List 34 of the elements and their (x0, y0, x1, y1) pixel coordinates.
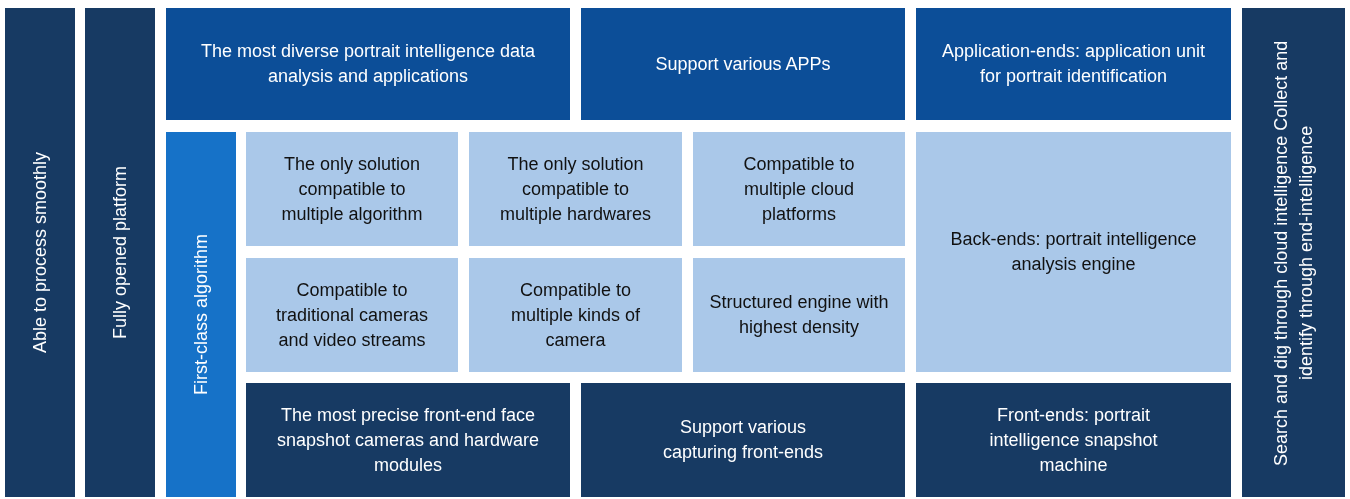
block-label: Support various capturing front-ends (661, 416, 825, 464)
text-block (469, 132, 682, 246)
text-block (581, 8, 905, 120)
block-label: Search and dig through cloud intelligence Collect and identify through end-intelligence (1269, 38, 1317, 468)
block-label: The only solution compatible to multiple algorithm (280, 152, 424, 226)
block-label: Back-ends: portrait intelligence analysis engine (949, 228, 1198, 276)
block-label: Structured engine with highest density (708, 291, 890, 339)
block-label: First-class algorithm (189, 234, 212, 395)
text-block (85, 8, 155, 497)
text-block (246, 132, 458, 246)
text-block (581, 383, 905, 497)
text-block (166, 132, 236, 497)
text-block (916, 132, 1231, 372)
block-label: The most precise front-end face snapshot cameras and hardware modules (276, 403, 540, 477)
block-label: The only solution compatible to multiple hardwares (498, 152, 653, 226)
text-block (916, 8, 1231, 120)
block-label: Compatible to traditional cameras and video streams (274, 278, 430, 352)
block-label: Compatible to multiple cloud platforms (742, 152, 856, 226)
text-block (166, 8, 570, 120)
text-block (693, 258, 905, 372)
block-label: The most diverse portrait intelligence data analysis and applications (199, 40, 537, 88)
text-block (246, 258, 458, 372)
text-block (1242, 8, 1345, 497)
block-label: Compatible to multiple kinds of camera (509, 278, 642, 352)
block-label: Fully opened platform (108, 165, 131, 340)
text-block (5, 8, 75, 497)
block-label: Support various APPs (655, 52, 831, 76)
block-label: Able to process smoothly (28, 151, 51, 354)
text-block (469, 258, 682, 372)
text-block (916, 383, 1231, 497)
block-label: Application-ends: application unit for portrait identification (940, 40, 1207, 88)
text-block (246, 383, 570, 497)
block-label: Front-ends: portrait intelligence snapshot machine (988, 403, 1159, 477)
text-block (693, 132, 905, 246)
